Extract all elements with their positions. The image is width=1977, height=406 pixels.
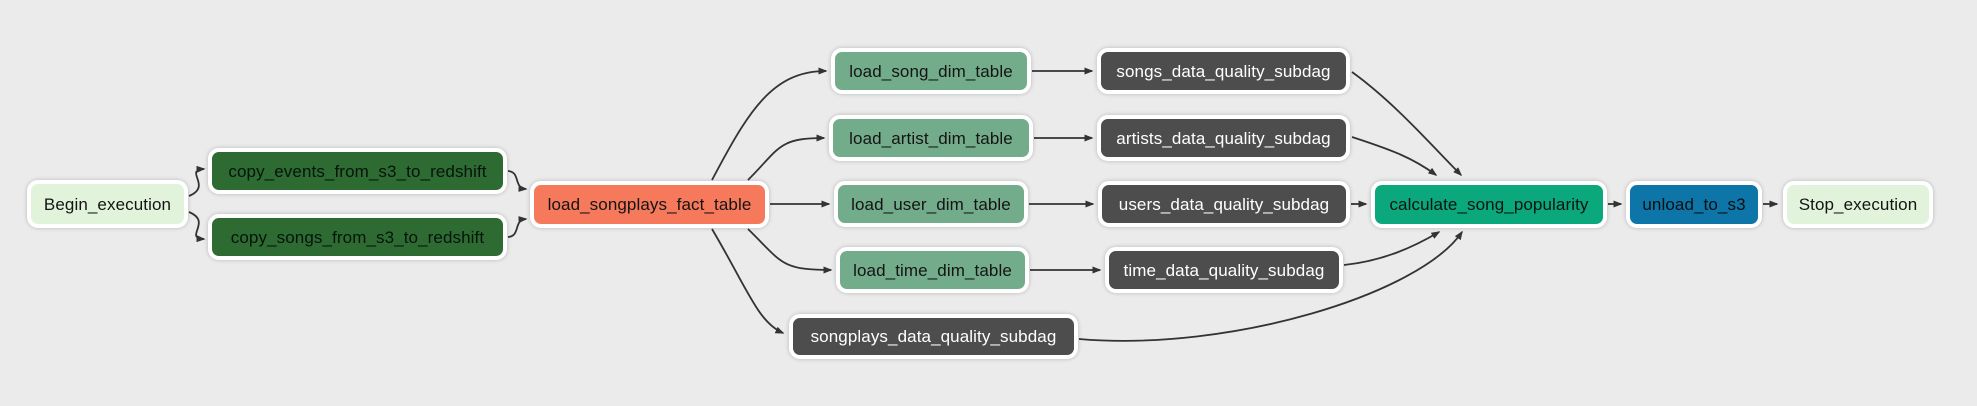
node-label: load_song_dim_table	[849, 61, 1013, 81]
edge-load_songplays_fact_table-to-load_time_dim_table	[747, 228, 833, 274]
node-label: load_artist_dim_table	[849, 128, 1013, 148]
node-label: songplays_data_quality_subdag	[810, 327, 1057, 346]
node-load_artist_dim_table[interactable]: load_artist_dim_table	[829, 115, 1033, 161]
node-Begin_execution[interactable]: Begin_execution	[27, 180, 188, 228]
node-load_songplays_fact_table[interactable]: load_songplays_fact_table	[530, 181, 769, 228]
node-label: users_data_quality_subdag	[1118, 194, 1330, 214]
node-artists_data_quality_subdag[interactable]: artists_data_quality_subdag	[1097, 115, 1350, 161]
node-label: copy_events_from_s3_to_redshift	[228, 161, 487, 181]
edge-songs_data_quality_subdag-to-calculate_song_popularity	[1351, 71, 1463, 177]
node-label: songs_data_quality_subdag	[1116, 61, 1331, 81]
node-copy_songs_from_s3_to_redshift[interactable]: copy_songs_from_s3_to_redshift	[208, 214, 507, 260]
node-label: load_songplays_fact_table	[547, 195, 752, 214]
node-copy_events_from_s3_to_redshift[interactable]: copy_events_from_s3_to_redshift	[208, 148, 507, 194]
edge-load_songplays_fact_table-to-load_song_dim_table	[711, 67, 828, 181]
edge-songplays_data_quality_subdag-to-calculate_song_popularity	[1078, 230, 1463, 342]
node-songplays_data_quality_subdag[interactable]: songplays_data_quality_subdag	[789, 314, 1078, 359]
node-label: artists_data_quality_subdag	[1116, 128, 1331, 148]
node-label: time_data_quality_subdag	[1123, 260, 1325, 280]
node-songs_data_quality_subdag[interactable]: songs_data_quality_subdag	[1097, 48, 1350, 94]
edge-copy_songs_from_s3_to_redshift-to-load_songplays_fact_table	[507, 216, 528, 238]
edge-load_songplays_fact_table-to-songplays_data_quality_subdag	[711, 228, 785, 334]
node-label: load_user_dim_table	[851, 194, 1011, 214]
node-users_data_quality_subdag[interactable]: users_data_quality_subdag	[1098, 181, 1350, 227]
node-label: load_time_dim_table	[853, 260, 1012, 280]
node-load_user_dim_table[interactable]: load_user_dim_table	[834, 181, 1028, 227]
edge-Begin_execution-to-copy_songs_from_s3_to_redshift	[188, 211, 206, 243]
node-label: unload_to_s3	[1642, 195, 1746, 214]
node-Stop_execution[interactable]: Stop_execution	[1783, 181, 1933, 228]
edge-copy_events_from_s3_to_redshift-to-load_songplays_fact_table	[507, 170, 528, 192]
node-load_time_dim_table[interactable]: load_time_dim_table	[836, 247, 1029, 293]
node-time_data_quality_subdag[interactable]: time_data_quality_subdag	[1105, 247, 1343, 293]
edge-artists_data_quality_subdag-to-calculate_song_popularity	[1351, 136, 1438, 176]
node-label: copy_songs_from_s3_to_redshift	[230, 227, 485, 247]
node-label: calculate_song_popularity	[1389, 195, 1589, 214]
edge-time_data_quality_subdag-to-calculate_song_popularity	[1343, 231, 1441, 266]
node-unload_to_s3[interactable]: unload_to_s3	[1626, 181, 1762, 228]
edge-load_songplays_fact_table-to-load_artist_dim_table	[747, 134, 826, 181]
edge-Begin_execution-to-copy_events_from_s3_to_redshift	[188, 165, 206, 197]
node-label: Stop_execution	[1798, 195, 1918, 214]
node-load_song_dim_table[interactable]: load_song_dim_table	[831, 48, 1031, 94]
node-label: Begin_execution	[43, 194, 172, 214]
node-calculate_song_popularity[interactable]: calculate_song_popularity	[1371, 181, 1607, 228]
